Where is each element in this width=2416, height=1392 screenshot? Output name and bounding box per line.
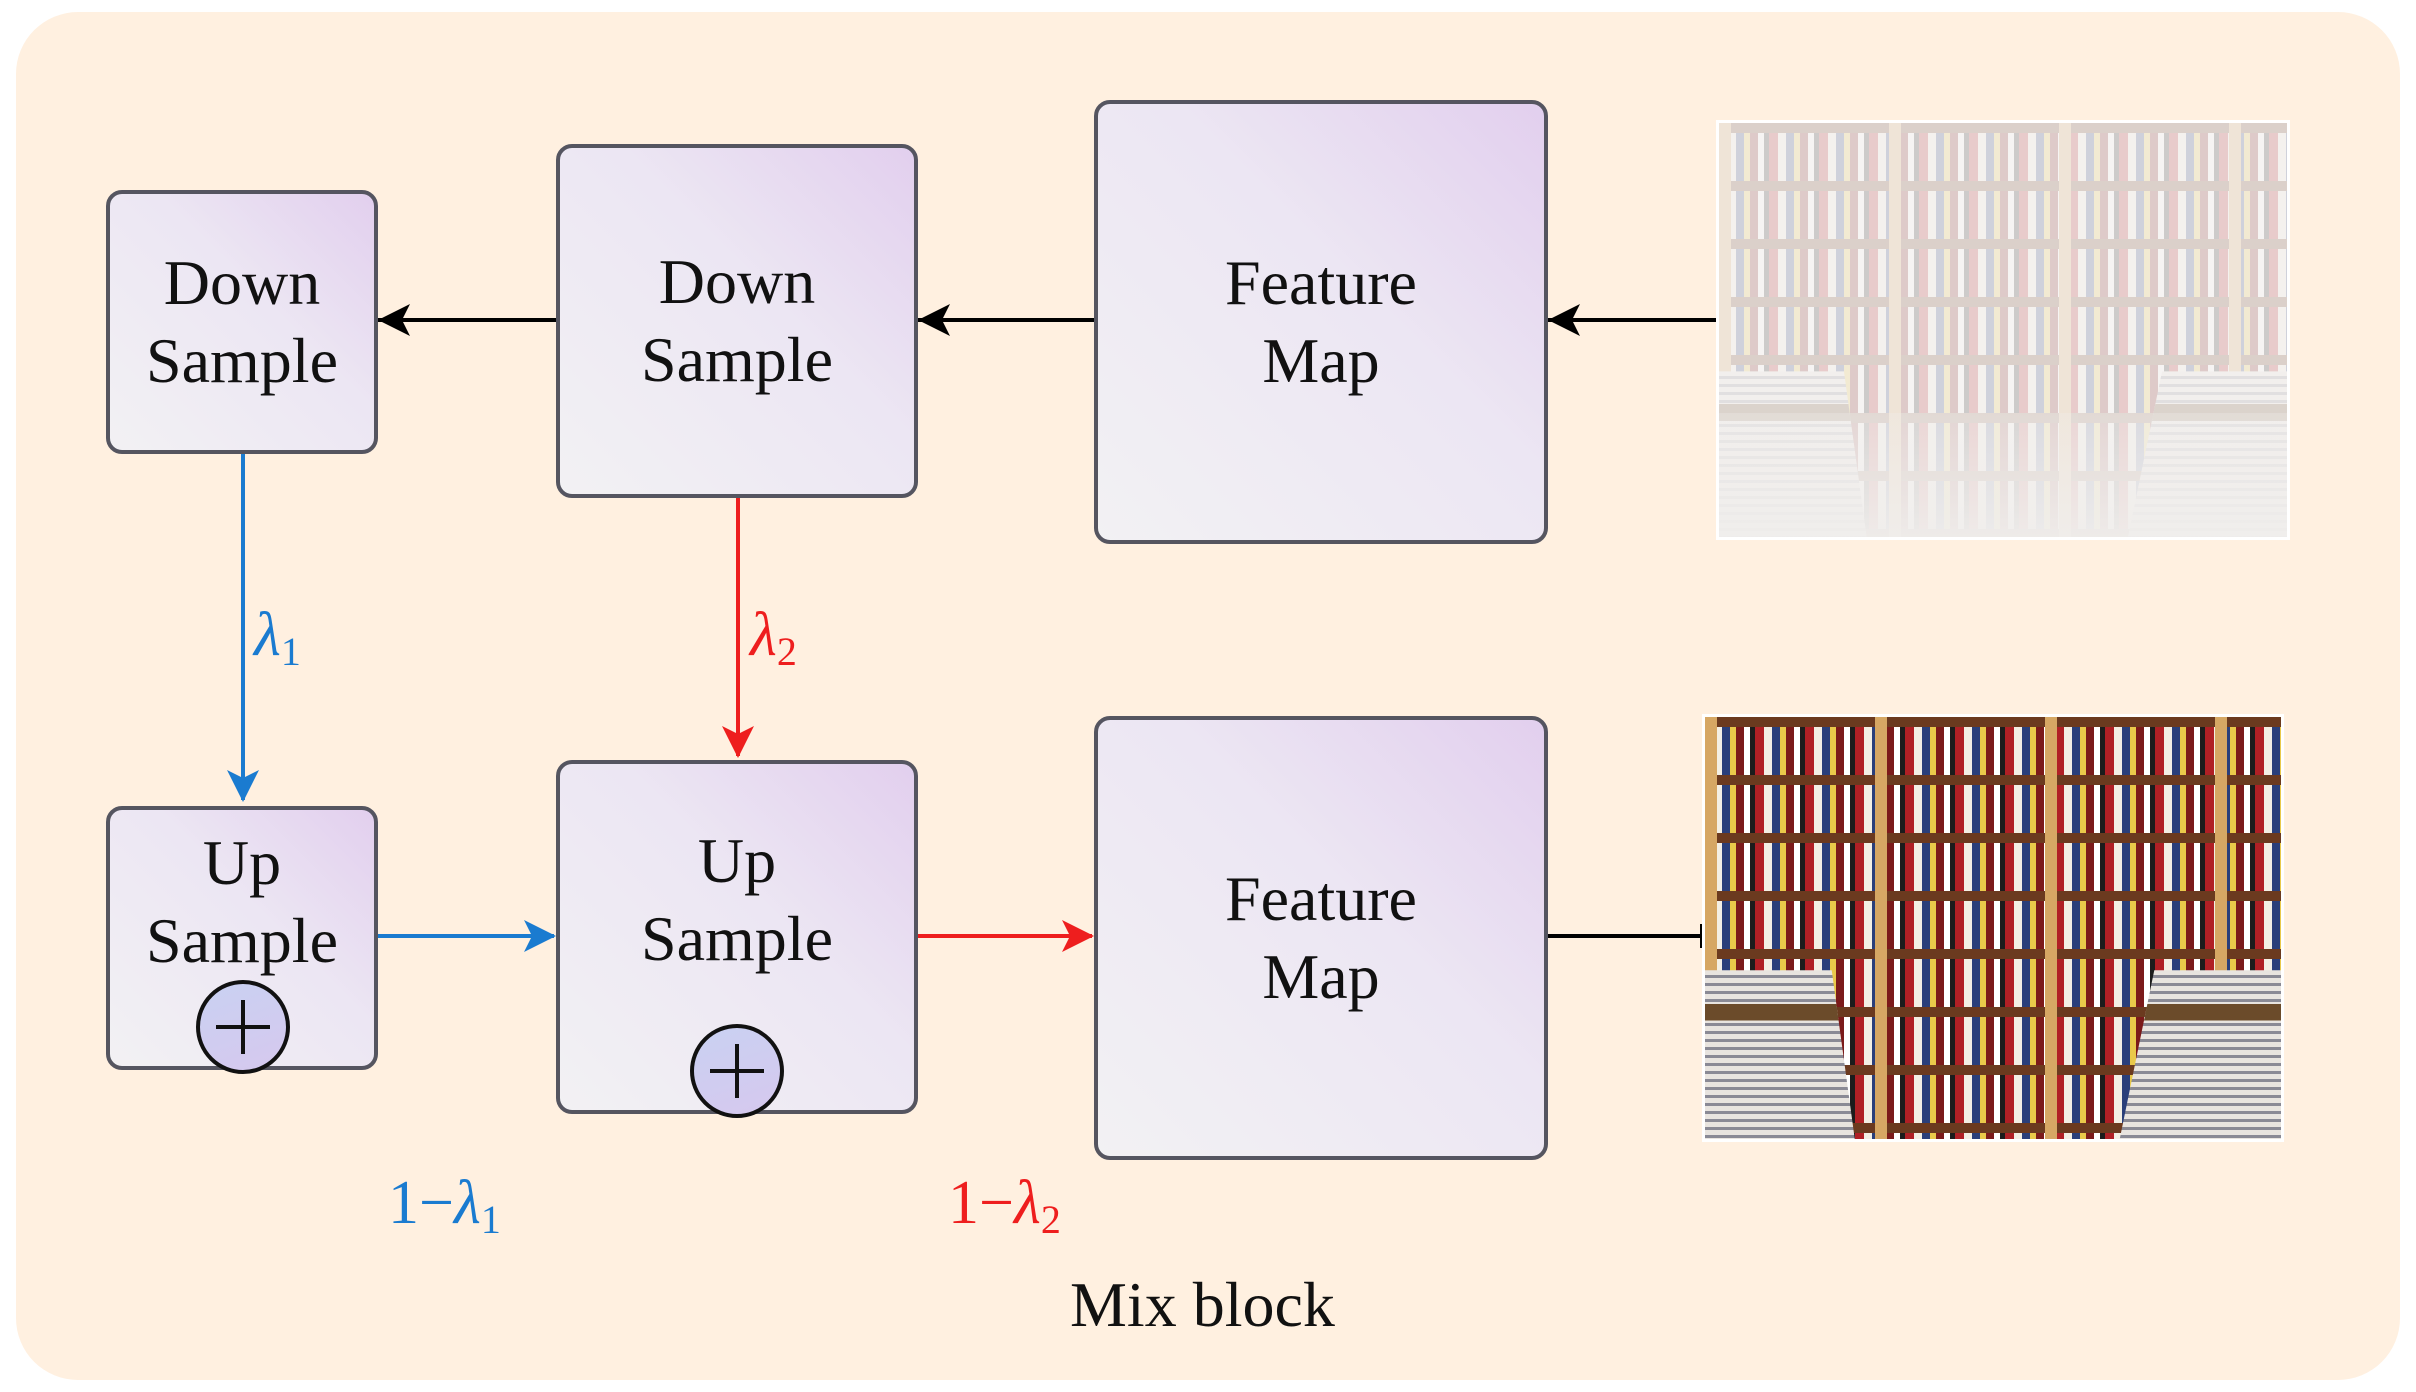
add-operator-icon-1 (196, 980, 290, 1074)
up-sample-2-line2: Sample (641, 903, 833, 974)
down-sample-box-1: Down Sample (106, 190, 378, 454)
one-minus-lambda2-label: 1−λ2 (948, 1168, 1061, 1240)
dehazed-output-image (1702, 714, 2284, 1142)
feature-map-bottom-line2: Map (1262, 941, 1380, 1012)
lambda2-label: λ2 (750, 600, 797, 672)
one-minus-lambda1-symbol: λ (453, 1169, 481, 1237)
down-sample-1-line1: Down (163, 247, 321, 318)
down-sample-2-line1: Down (658, 246, 816, 317)
feature-map-bottom-line1: Feature (1225, 863, 1417, 934)
lambda1-subscript: 1 (280, 629, 301, 674)
one-minus-lambda2-symbol: λ (1013, 1169, 1041, 1237)
feature-map-top-line1: Feature (1225, 247, 1417, 318)
lambda1-label: λ1 (254, 600, 301, 672)
add-operator-icon-2 (690, 1024, 784, 1118)
hazy-input-image (1716, 120, 2290, 540)
lambda2-subscript: 2 (776, 629, 797, 674)
one-minus-lambda1-subscript: 1 (480, 1197, 501, 1242)
diagram-caption: Mix block (1070, 1269, 1335, 1340)
lambda2-symbol: λ (750, 601, 777, 669)
feature-map-box-top: Feature Map (1094, 100, 1548, 544)
lambda1-symbol: λ (254, 601, 281, 669)
up-sample-2-line1: Up (697, 825, 777, 896)
up-sample-1-line2: Sample (146, 905, 338, 976)
down-sample-box-2: Down Sample (556, 144, 918, 498)
one-minus-lambda2-prefix: 1− (948, 1169, 1014, 1237)
one-minus-lambda2-subscript: 2 (1040, 1197, 1061, 1242)
feature-map-top-line2: Map (1262, 325, 1380, 396)
one-minus-lambda1-label: 1−λ1 (388, 1168, 501, 1240)
up-sample-1-line1: Up (202, 827, 282, 898)
down-sample-1-line2: Sample (146, 325, 338, 396)
feature-map-box-bottom: Feature Map (1094, 716, 1548, 1160)
down-sample-2-line2: Sample (641, 324, 833, 395)
one-minus-lambda1-prefix: 1− (388, 1169, 454, 1237)
